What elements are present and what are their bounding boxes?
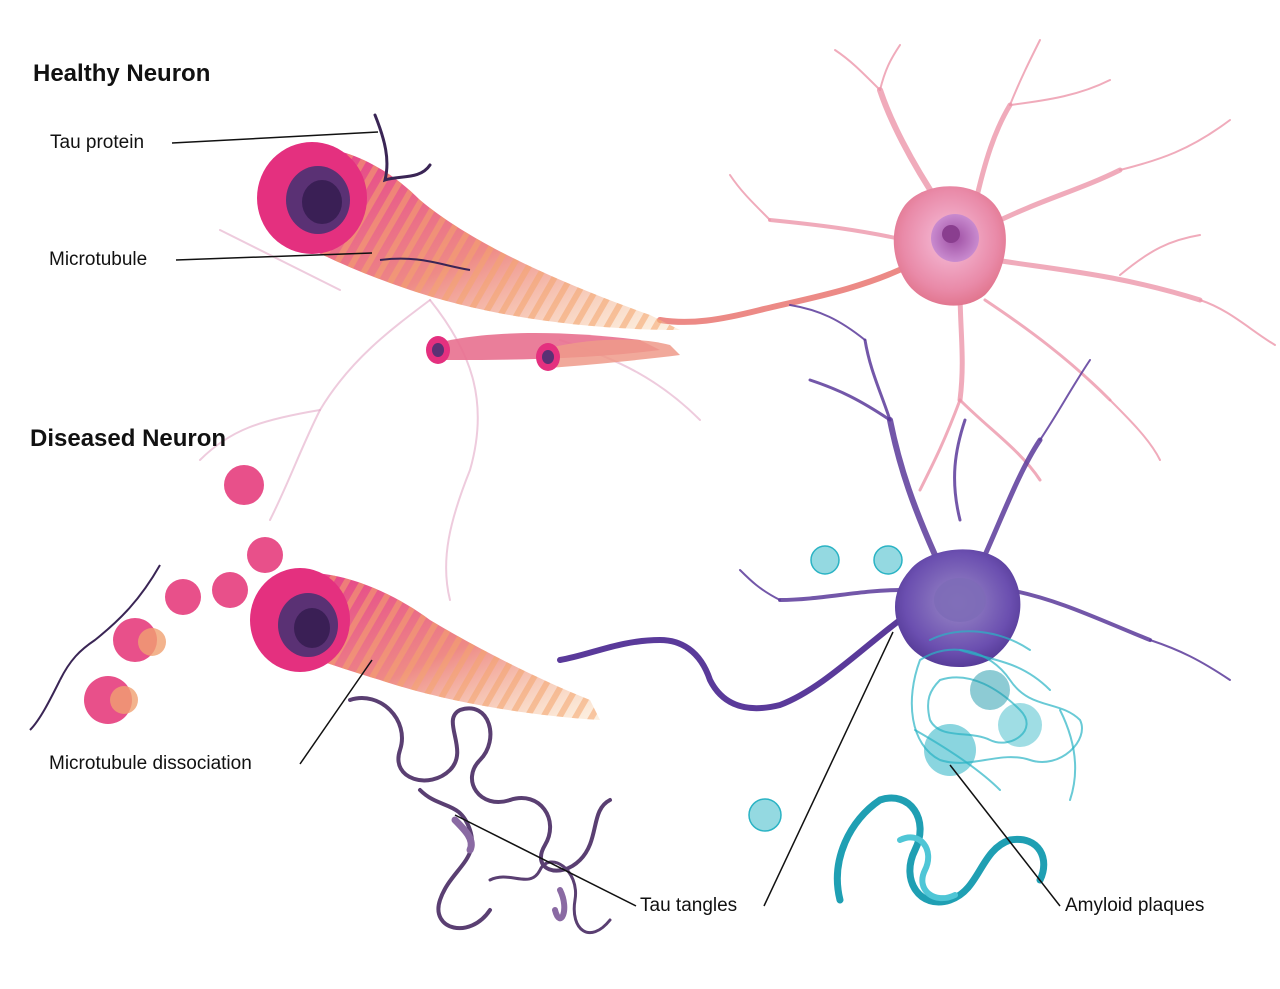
diseased-neuron (557, 304, 1231, 712)
healthy-microtubule (257, 113, 680, 371)
healthy-neuron-heading: Healthy Neuron (33, 60, 211, 87)
microtubule-fragments (84, 465, 283, 724)
diseased-neuron-heading: Diseased Neuron (30, 425, 227, 452)
label-microtubule: Microtubule (49, 249, 148, 270)
label-microtubule-dissociation: Microtubule dissociation (49, 753, 252, 774)
label-amyloid-plaques: Amyloid plaques (1065, 895, 1205, 916)
amyloid-plaques (748, 545, 1083, 906)
label-tau-protein: Tau protein (50, 132, 145, 153)
diseased-microtubule (29, 465, 600, 731)
label-tau-tangles: Tau tangles (640, 895, 738, 916)
leader-tau-protein (171, 131, 379, 144)
leader-lines (171, 131, 1061, 907)
tau-tangles (348, 696, 612, 934)
leader-amyloid-plaques (949, 764, 1061, 907)
tau-protein-strand (373, 113, 432, 183)
leader-microtubule (175, 252, 373, 261)
leader-tau-tangles-2 (763, 631, 894, 907)
healthy-neuron (657, 39, 1276, 492)
healthy-axon (657, 262, 913, 325)
leader-microtubule-dissociation (299, 659, 373, 765)
diseased-nucleus (934, 578, 986, 622)
diseased-axon (557, 617, 903, 712)
leader-tau-tangles-1 (454, 814, 637, 907)
